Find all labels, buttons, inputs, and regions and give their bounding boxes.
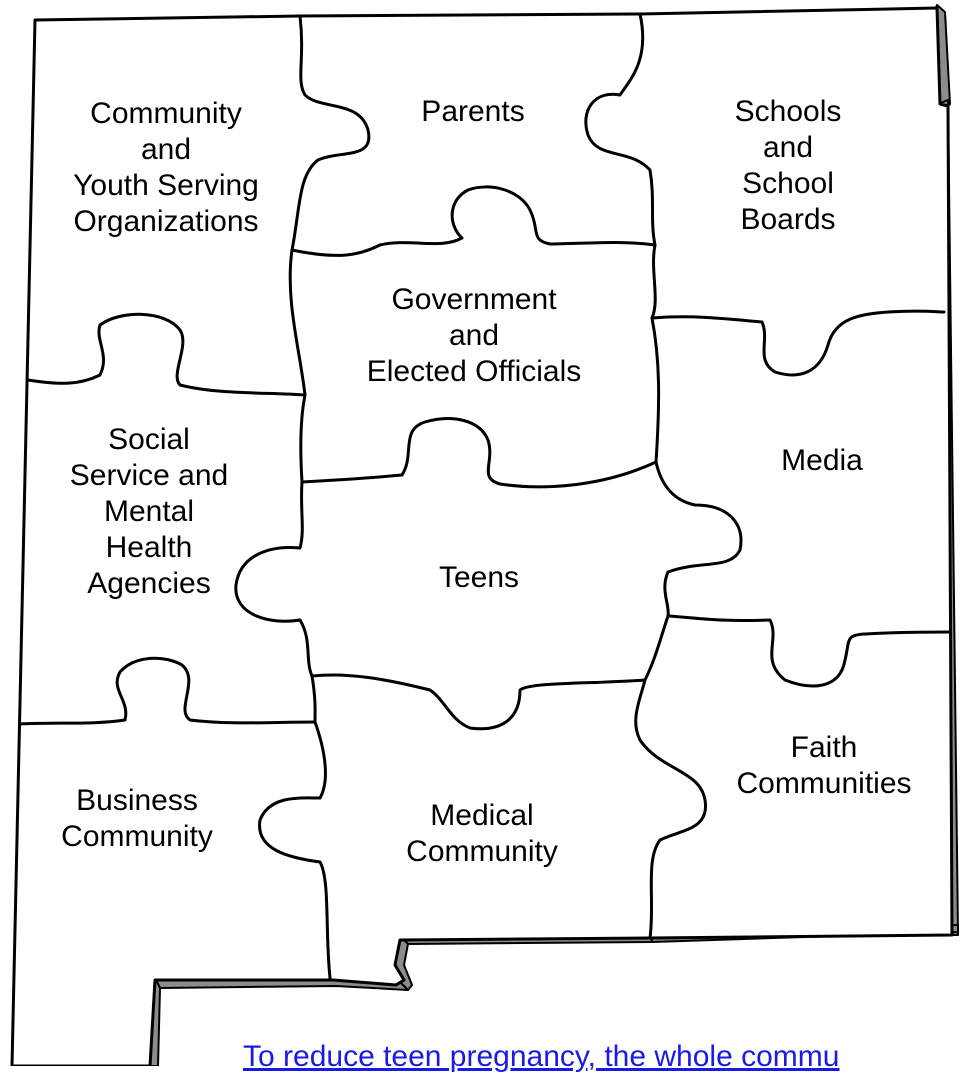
boundary-social-business bbox=[18, 656, 317, 726]
boundary-business-medical bbox=[258, 674, 332, 980]
boundary-community-social bbox=[26, 312, 307, 397]
piece-label-line: Service and bbox=[69, 459, 229, 492]
piece-label-schools: Schools and School Boards bbox=[735, 94, 842, 238]
piece-label-line: Government bbox=[391, 283, 557, 316]
boundary-community-parents bbox=[290, 14, 371, 252]
piece-label-line: Boards bbox=[740, 203, 836, 236]
piece-label-line: School bbox=[742, 167, 834, 200]
boundary-govt-left bbox=[288, 248, 307, 484]
piece-label-line: Parents bbox=[421, 95, 525, 128]
piece-label-line: Business bbox=[76, 784, 198, 817]
piece-label-line: Youth Serving bbox=[73, 169, 259, 202]
piece-label-community: Community and Youth Serving Organization… bbox=[73, 96, 259, 240]
boundary-govt-media bbox=[650, 243, 661, 464]
piece-label-line: and bbox=[140, 133, 192, 166]
piece-label-line: Agencies bbox=[87, 567, 211, 600]
piece-label-line: Faith bbox=[790, 731, 858, 764]
boundary-teens-faith bbox=[634, 614, 707, 940]
boundary-schools-media bbox=[650, 309, 946, 377]
piece-boundaries bbox=[18, 12, 952, 980]
piece-label-line: Organizations bbox=[73, 205, 259, 238]
piece-label-government: Government and Elected Officials bbox=[367, 282, 582, 390]
boundary-parents-schools bbox=[584, 12, 657, 247]
piece-label-line: Community bbox=[406, 835, 558, 868]
piece-label-social: Social Service and Mental Health Agencie… bbox=[70, 422, 228, 602]
piece-label-faith: Faith Communities bbox=[736, 730, 911, 802]
piece-label-line: Mental bbox=[103, 495, 195, 528]
piece-label-business: Business Community bbox=[61, 783, 213, 855]
piece-label-line: Community bbox=[90, 97, 242, 130]
piece-label-line: Teens bbox=[438, 561, 520, 594]
piece-label-line: Medical bbox=[430, 799, 534, 832]
boundary-parents-government bbox=[290, 185, 657, 257]
piece-label-line: Schools bbox=[734, 95, 842, 128]
piece-label-line: and bbox=[762, 131, 814, 164]
piece-label-medical: Medical Community bbox=[406, 798, 558, 870]
boundary-govt-teens bbox=[300, 417, 658, 489]
piece-label-parents: Parents bbox=[421, 94, 524, 130]
piece-label-line: Communities bbox=[736, 767, 912, 800]
piece-label-line: Community bbox=[61, 820, 213, 853]
piece-label-teens: Teens bbox=[439, 560, 519, 596]
caption-link[interactable]: To reduce teen pregnancy, the whole comm… bbox=[243, 1040, 840, 1073]
state-outline bbox=[10, 6, 954, 1066]
boundary-social-teens bbox=[234, 480, 314, 678]
piece-label-line: and bbox=[448, 319, 500, 352]
boundary-teens-medical bbox=[310, 673, 647, 731]
boundary-media-teens bbox=[654, 460, 743, 618]
piece-label-line: Media bbox=[781, 444, 863, 477]
piece-label-line: Health bbox=[105, 531, 193, 564]
piece-label-media: Media bbox=[781, 443, 863, 479]
piece-label-line: Social bbox=[108, 423, 190, 456]
piece-label-line: Elected Officials bbox=[366, 355, 582, 388]
boundary-media-faith bbox=[666, 614, 952, 688]
